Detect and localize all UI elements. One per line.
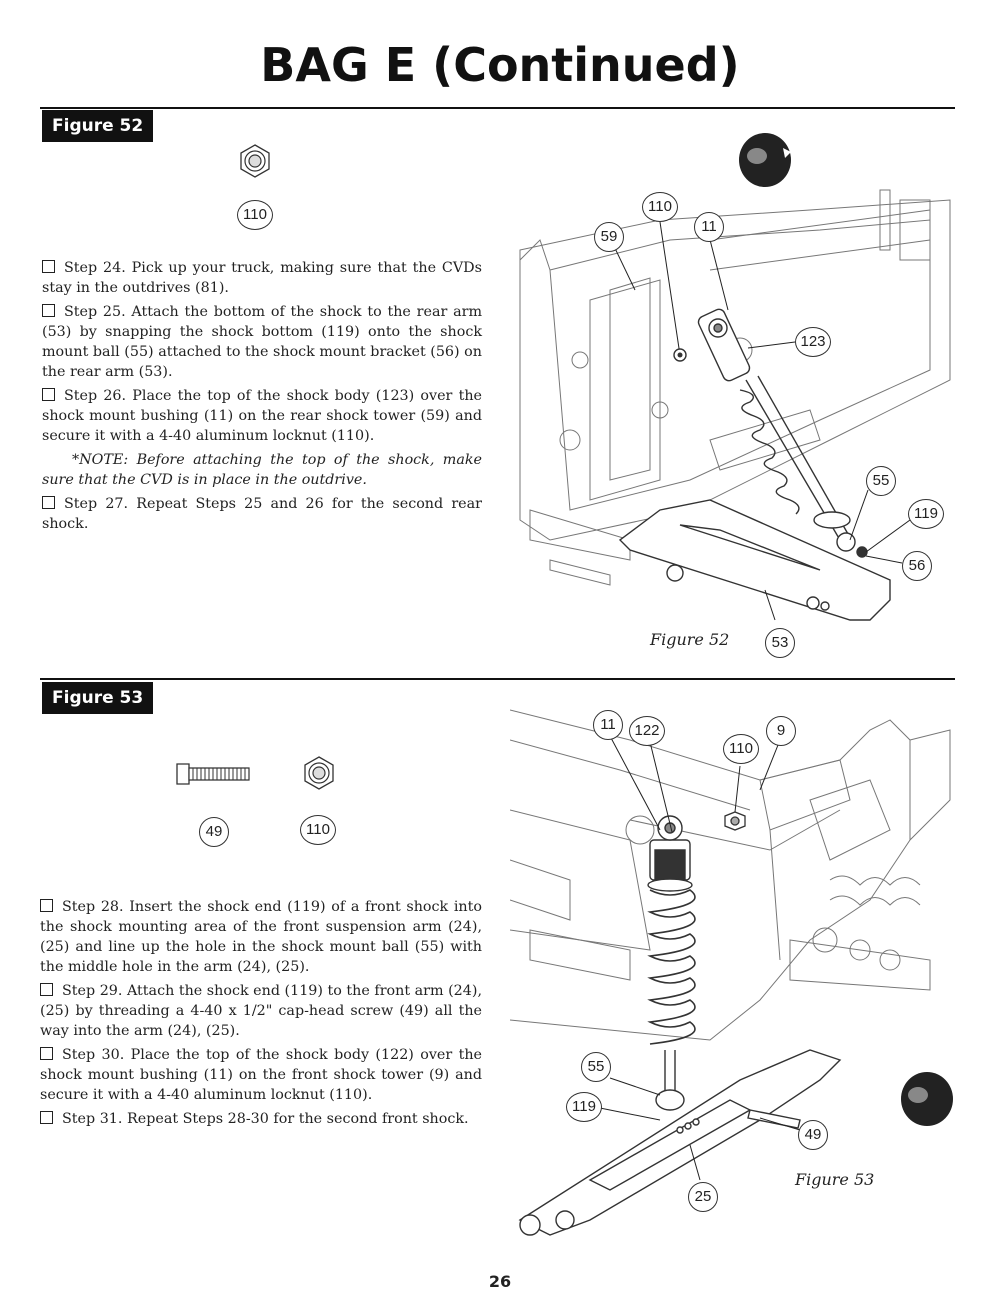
- rear-shock-illustration: [510, 180, 960, 650]
- step-27: Step 27. Repeat Steps 25 and 26 for the …: [42, 496, 482, 532]
- callout-122: 122: [629, 716, 665, 746]
- front-shock-illustration: [510, 700, 960, 1245]
- callout-11: 11: [694, 212, 724, 242]
- cap-screw-part-icon: [176, 762, 252, 786]
- step-28: Step 28. Insert the shock end (119) of a…: [40, 899, 482, 975]
- step-30: Step 30. Place the top of the shock body…: [40, 1047, 482, 1103]
- figure-52-steps: Step 24. Pick up your truck, making sure…: [42, 258, 482, 538]
- step-26: Step 26. Place the top of the shock body…: [42, 388, 482, 444]
- callout-119: 119: [566, 1092, 602, 1122]
- figure-53-caption: Figure 53: [795, 1170, 875, 1189]
- figure-52-label: Figure 52: [42, 110, 154, 142]
- note: *NOTE: Before attaching the top of the s…: [42, 452, 482, 488]
- figure-53-label: Figure 53: [42, 682, 154, 714]
- part-callout-110: 110: [300, 815, 336, 845]
- callout-59: 59: [594, 222, 624, 252]
- step-29: Step 29. Attach the shock end (119) to t…: [40, 983, 482, 1039]
- checkbox[interactable]: [42, 496, 55, 509]
- callout-49: 49: [798, 1120, 828, 1150]
- step-25: Step 25. Attach the bottom of the shock …: [42, 304, 482, 380]
- figure-52-caption: Figure 52: [650, 630, 730, 649]
- step-31: Step 31. Repeat Steps 28-30 for the seco…: [40, 1109, 482, 1129]
- callout-56: 56: [902, 551, 932, 581]
- checkbox[interactable]: [40, 1047, 53, 1060]
- checkbox[interactable]: [40, 899, 53, 912]
- step-24: Step 24. Pick up your truck, making sure…: [42, 260, 482, 296]
- callout-55: 55: [581, 1052, 611, 1082]
- callout-55: 55: [866, 466, 896, 496]
- part-callout-110: 110: [237, 200, 273, 230]
- figure-52-rule: [40, 107, 955, 109]
- part-callout-49: 49: [199, 817, 229, 847]
- checkbox[interactable]: [40, 983, 53, 996]
- checkbox[interactable]: [42, 260, 55, 273]
- callout-9: 9: [766, 716, 796, 746]
- grease-drop-icon: [901, 1072, 953, 1126]
- callout-110: 110: [723, 734, 759, 764]
- callout-123: 123: [795, 327, 831, 357]
- checkbox[interactable]: [42, 304, 55, 317]
- figure-53-rule: [40, 678, 955, 680]
- page-title: BAG E (Continued): [260, 38, 740, 92]
- checkbox[interactable]: [42, 388, 55, 401]
- checkbox[interactable]: [40, 1111, 53, 1124]
- locknut-part-icon: [238, 144, 272, 178]
- callout-53: 53: [765, 628, 795, 658]
- callout-11: 11: [593, 710, 623, 740]
- locknut-part-icon: [302, 756, 336, 790]
- callout-25: 25: [688, 1182, 718, 1212]
- callout-119: 119: [908, 499, 944, 529]
- grease-drop-icon: [739, 133, 791, 187]
- page-number: 26: [488, 1272, 512, 1291]
- figure-53-steps: Step 28. Insert the shock end (119) of a…: [40, 897, 482, 1133]
- callout-110: 110: [642, 192, 678, 222]
